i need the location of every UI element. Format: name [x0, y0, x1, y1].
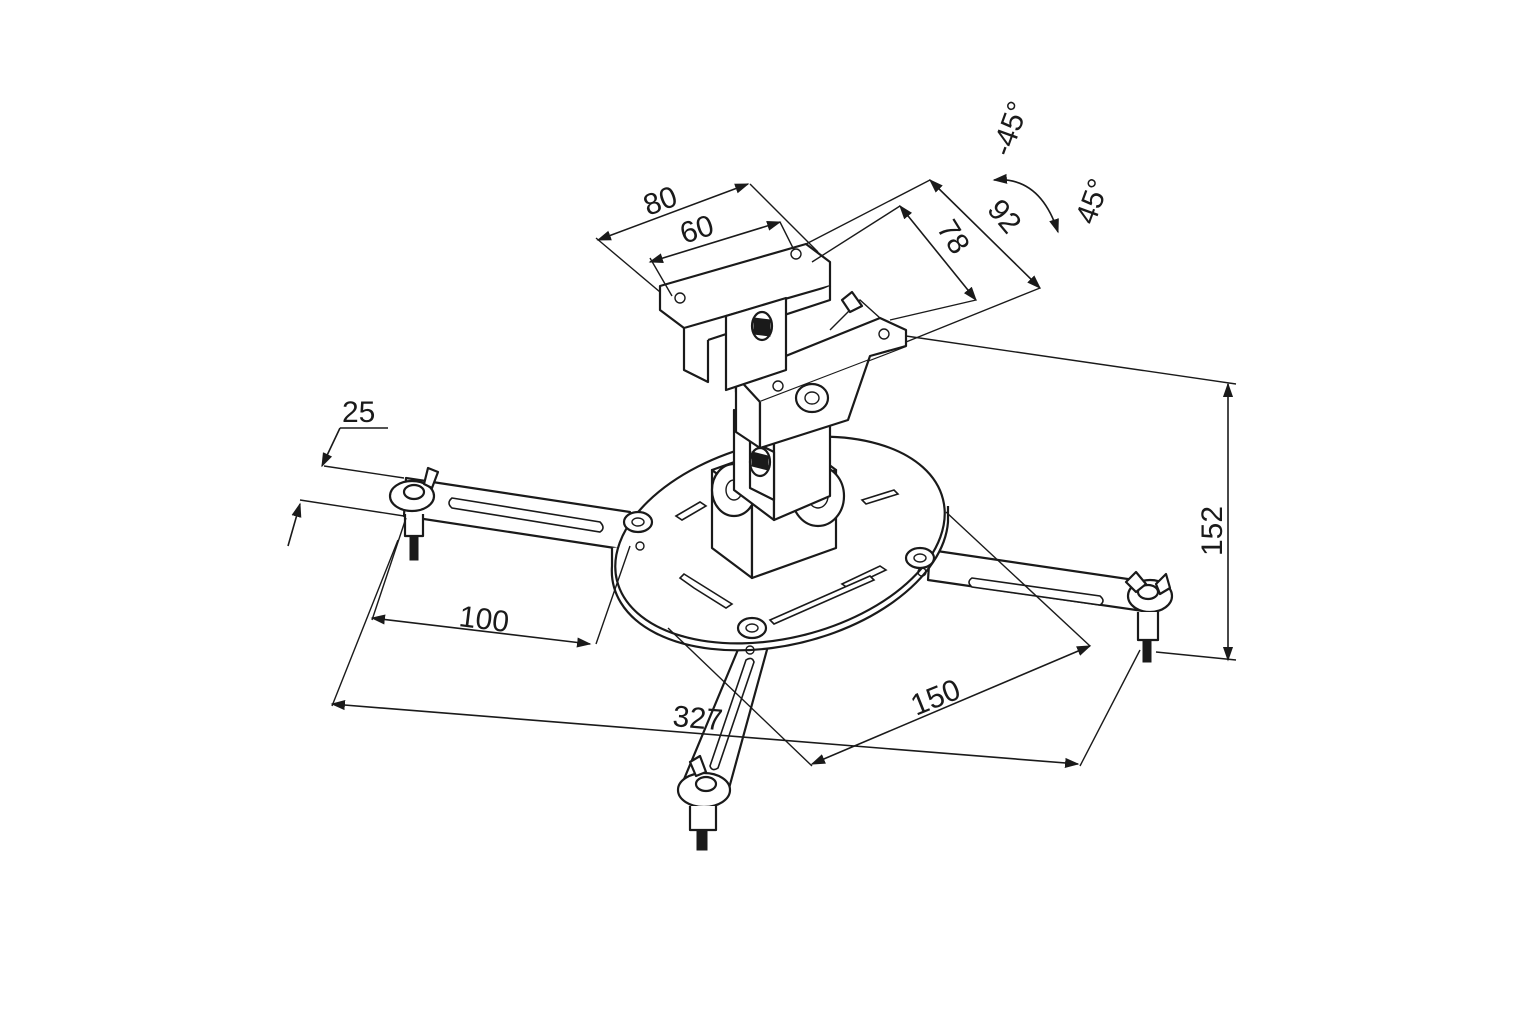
dim-25-label: 25 [342, 396, 375, 429]
base-plate-screws [622, 510, 936, 655]
dim-152: 152 [905, 335, 1237, 662]
dim-150-label: 150 [906, 673, 965, 722]
dim-92: 92 [805, 178, 1042, 343]
tilt-negative-label: -45° [986, 97, 1036, 160]
arm-right [926, 548, 1174, 663]
dim-327-label: 327 [671, 700, 724, 737]
dim-78: 78 [811, 204, 977, 321]
arm-bottom [676, 638, 770, 851]
wing-nut-left [422, 466, 440, 490]
ceiling-bracket [658, 242, 832, 392]
dim-152-label: 152 [1196, 506, 1229, 556]
tilt-positive-label: 45° [1070, 174, 1117, 228]
dim-92-label: 92 [981, 193, 1028, 240]
dim-60-label: 60 [676, 209, 718, 251]
dim-78-label: 78 [930, 214, 976, 260]
dim-80-label: 80 [639, 180, 682, 222]
dim-100-label: 100 [457, 600, 511, 639]
arm-left [388, 476, 632, 561]
tilt-bracket [734, 299, 908, 450]
wing-nut-top [840, 290, 864, 314]
dim-25: 25 [287, 396, 405, 547]
wing-nut-right [1124, 570, 1172, 596]
dim-100: 100 [370, 517, 631, 648]
